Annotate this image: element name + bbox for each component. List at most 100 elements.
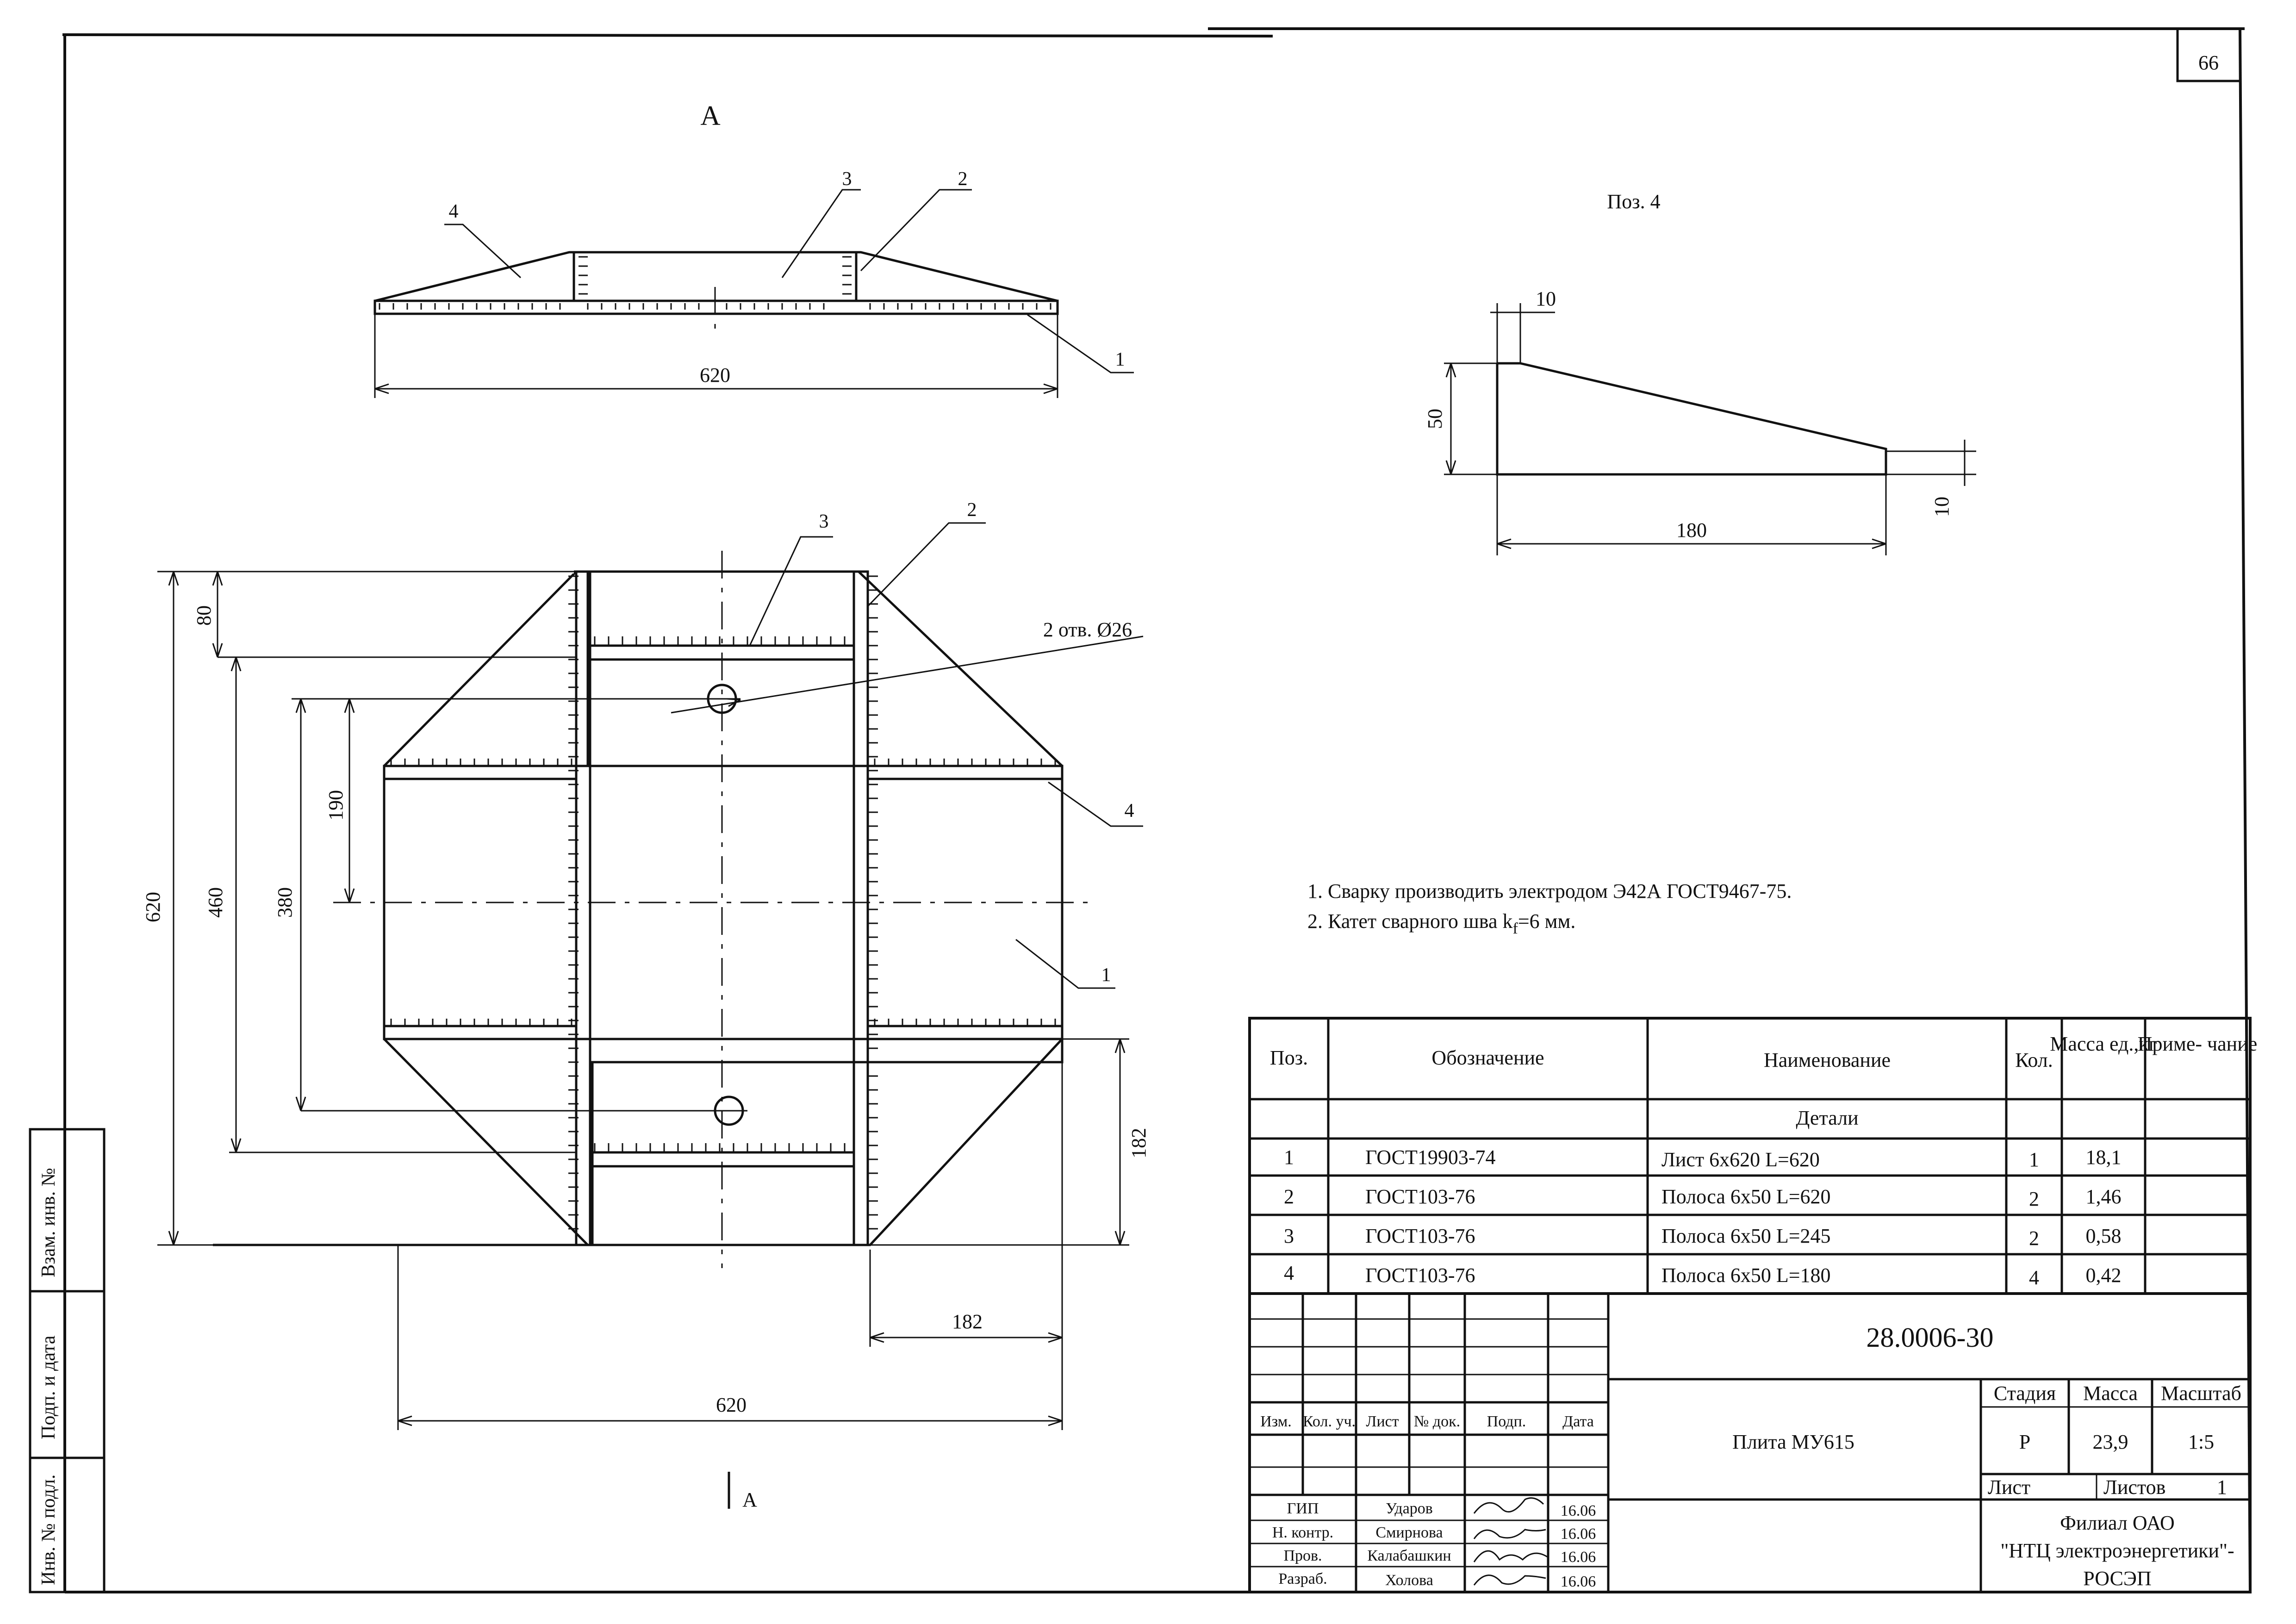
- top-view-leader-3: 3: [842, 168, 852, 190]
- top-view-leader-4: 4: [449, 201, 459, 222]
- signature-row: Н. контр. Смирнова 16.06: [1272, 1524, 1596, 1543]
- plan-leader-3: 3: [819, 511, 829, 532]
- pos4-dim-10-top: 10: [1536, 287, 1556, 310]
- signature-row: ГИП Ударов 16.06: [1287, 1497, 1596, 1519]
- org-line-3: РОСЭП: [2083, 1567, 2152, 1590]
- signature-gip: [1473, 1497, 1544, 1514]
- spec-row-2-mass: 1,46: [2086, 1185, 2122, 1208]
- spec-row-2-designation: ГОСТ103-76: [1365, 1185, 1475, 1208]
- tb-scale-label: Масштаб: [2161, 1382, 2241, 1405]
- signature-row: Разраб. Холова 16.06: [1278, 1570, 1596, 1590]
- tb-mass-label: Масса: [2083, 1382, 2138, 1405]
- spec-row-1-pos: 1: [1284, 1146, 1294, 1169]
- holes-label: 2 отв. Ø26: [1043, 618, 1132, 641]
- plan-view-welds: [390, 575, 1056, 1230]
- plan-dim-460: 460: [204, 887, 227, 918]
- tb-name-checker: Калабашкин: [1367, 1547, 1451, 1564]
- top-view-leader-2: 2: [958, 168, 968, 190]
- note-2-tail: =6 мм.: [1518, 910, 1576, 933]
- signature-normcontrol: [1473, 1529, 1546, 1539]
- top-view-leader-1: 1: [1115, 349, 1125, 370]
- spec-row-3-pos: 3: [1284, 1225, 1294, 1247]
- tb-mass-value: 23,9: [2093, 1431, 2128, 1453]
- table-row: 4 ГОСТ103-76 Полоса 6x50 L=180 4 0,42: [1284, 1262, 2122, 1289]
- spec-row-1-designation: ГОСТ19903-74: [1365, 1146, 1496, 1169]
- tb-date-developer: 16.06: [1561, 1573, 1596, 1590]
- side-stamp-replace-inv: Взам. инв. №: [38, 1168, 59, 1277]
- top-view: А 620 4 3 2 1: [373, 100, 1134, 398]
- pos4-dim-10-right: 10: [1930, 497, 1953, 517]
- spec-row-4-qty: 4: [2029, 1266, 2039, 1289]
- spec-row-2-pos: 2: [1284, 1185, 1294, 1208]
- signature-row: Пров. Калабашкин 16.06: [1283, 1547, 1596, 1566]
- plan-leader-4: 4: [1125, 800, 1134, 821]
- tb-col-header-qty: Кол. уч.: [1303, 1413, 1356, 1430]
- note-2-main: 2. Катет сварного шва k: [1307, 910, 1513, 933]
- hole-bottom: [710, 1095, 747, 1126]
- tb-name-developer: Холова: [1385, 1572, 1433, 1589]
- tb-scale-value: 1:5: [2188, 1431, 2214, 1453]
- side-stamp: Взам. инв. № Подп. и дата Инв. № подл.: [29, 1128, 106, 1593]
- org-line-2: "НТЦ электроэнергетики"-: [2000, 1539, 2234, 1562]
- plan-dim-80: 80: [193, 605, 215, 626]
- plan-dim-620-horizontal: 620: [716, 1394, 747, 1416]
- pos4-dim-180: 180: [1676, 519, 1707, 541]
- tb-stage-value: Р: [2019, 1431, 2030, 1453]
- note-2: 2. Катет сварного шва kf=6 мм.: [1307, 910, 1575, 937]
- spec-header-note-text: Приме- чание: [2138, 1033, 2258, 1055]
- tb-col-header-date: Дата: [1562, 1413, 1594, 1430]
- org-line-1: Филиал ОАО: [2060, 1512, 2175, 1534]
- tb-date-gip: 16.06: [1561, 1502, 1596, 1519]
- plan-view: 2 отв. Ø26 620 80 460 380 190 182 1: [142, 499, 1150, 1511]
- tb-role-gip: ГИП: [1287, 1500, 1319, 1517]
- table-row: 3 ГОСТ103-76 Полоса 6x50 L=245 2 0,58: [1284, 1225, 2122, 1250]
- tb-col-header-change: Изм.: [1260, 1413, 1292, 1430]
- table-row: 2 ГОСТ103-76 Полоса 6x50 L=620 2 1,46: [1284, 1185, 2122, 1210]
- side-stamp-orig-inv: Инв. № подл.: [38, 1475, 59, 1585]
- tb-name-gip: Ударов: [1386, 1500, 1433, 1517]
- pos4-view: Поз. 4 10 50 10 180: [1424, 190, 1976, 555]
- spec-row-4-name: Полоса 6x50 L=180: [1661, 1264, 1831, 1287]
- spec-row-3-designation: ГОСТ103-76: [1365, 1225, 1475, 1247]
- sheet-frame: 66: [62, 27, 2252, 1593]
- spec-row-3-mass: 0,58: [2086, 1225, 2122, 1247]
- tb-col-header-sign: Подп.: [1487, 1413, 1526, 1430]
- spec-section-label: Детали: [1796, 1107, 1858, 1129]
- tb-date-checker: 16.06: [1561, 1549, 1596, 1566]
- plan-dim-182-horizontal: 182: [952, 1310, 983, 1333]
- title-block: Изм. Кол. уч. Лист № док. Подп. Дата ГИП…: [1248, 1292, 2252, 1593]
- tb-role-normcontrol: Н. контр.: [1272, 1524, 1333, 1541]
- pos4-title: Поз. 4: [1607, 190, 1660, 213]
- spec-header-qty: Кол.: [2015, 1049, 2053, 1071]
- spec-row-1-qty: 1: [2029, 1148, 2039, 1171]
- spec-table: Поз. Обозначение Наименование Кол. Масса…: [1248, 1017, 2258, 1295]
- side-stamp-sign-date: Подп. и дата: [38, 1335, 59, 1439]
- plan-leader-2: 2: [967, 499, 977, 521]
- view-label: А: [700, 100, 720, 131]
- spec-header-name: Наименование: [1764, 1049, 1891, 1071]
- spec-header-pos: Поз.: [1270, 1046, 1308, 1069]
- plan-leader-1: 1: [1101, 964, 1111, 986]
- plan-dim-380: 380: [274, 887, 296, 918]
- spec-header-mass: Масса ед.,кг: [2050, 1033, 2157, 1055]
- spec-row-4-mass: 0,42: [2086, 1264, 2122, 1287]
- tb-name-normcontrol: Смирнова: [1375, 1524, 1443, 1541]
- plan-dim-620-vertical: 620: [142, 892, 164, 922]
- tb-role-developer: Разраб.: [1278, 1570, 1327, 1587]
- tb-sheets-value: 1: [2217, 1476, 2227, 1499]
- section-marker: А: [742, 1488, 757, 1511]
- spec-header-designation: Обозначение: [1431, 1046, 1544, 1069]
- note-2-subscript: f: [1513, 920, 1518, 937]
- tb-sheet-label: Лист: [1988, 1476, 2030, 1499]
- signature-developer: [1473, 1574, 1546, 1586]
- doc-number: 28.0006-30: [1867, 1322, 1994, 1353]
- tb-date-normcontrol: 16.06: [1561, 1525, 1596, 1543]
- pos4-dim-50: 50: [1424, 409, 1446, 429]
- notes: 1. Сварку производить электродом Э42А ГО…: [1307, 880, 1792, 937]
- tb-col-header-sheet: Лист: [1366, 1413, 1399, 1430]
- spec-row-3-qty: 2: [2029, 1227, 2039, 1250]
- top-view-welds: [379, 256, 1052, 310]
- spec-row-3-name: Полоса 6x50 L=245: [1661, 1225, 1831, 1247]
- tb-role-checker: Пров.: [1283, 1547, 1322, 1564]
- spec-row-1-name: Лист 6x620 L=620: [1661, 1148, 1820, 1171]
